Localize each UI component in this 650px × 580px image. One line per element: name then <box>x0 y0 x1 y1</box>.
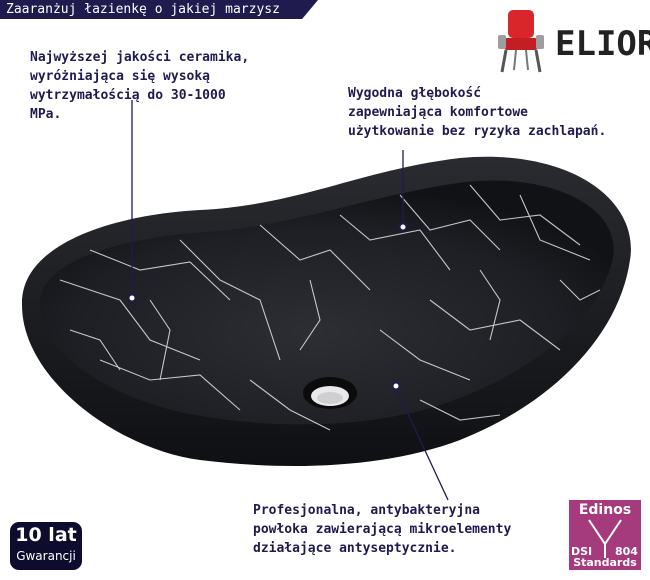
edinos-badge: Edinos DSI 804 Standards <box>569 500 641 570</box>
warranty-label: Gwarancji <box>16 549 76 563</box>
callout-coating: Profesjonalna, antybakteryjna powłoka za… <box>253 503 512 556</box>
warranty-badge: 10 lat Gwarancji <box>10 522 82 570</box>
edinos-name: Edinos <box>578 502 632 518</box>
callout-depth: Wygodna głębokość zapewniająca komfortow… <box>348 86 607 139</box>
callout-ceramic: Najwyższej jakości ceramika, wyróżniając… <box>30 50 250 122</box>
seal-icon <box>588 519 622 558</box>
page-header: Zaaranżuj łazienkę o jakiej marzysz <box>0 0 318 19</box>
warranty-years: 10 lat <box>15 524 77 546</box>
edinos-standards: Standards <box>573 556 637 569</box>
edinos-dsi: DSI <box>571 545 593 558</box>
brand-name: ELIOR <box>555 24 650 64</box>
edinos-code: 804 <box>615 545 638 558</box>
brand-logo: ELIOR <box>494 8 650 78</box>
red-chair-icon <box>498 10 544 73</box>
